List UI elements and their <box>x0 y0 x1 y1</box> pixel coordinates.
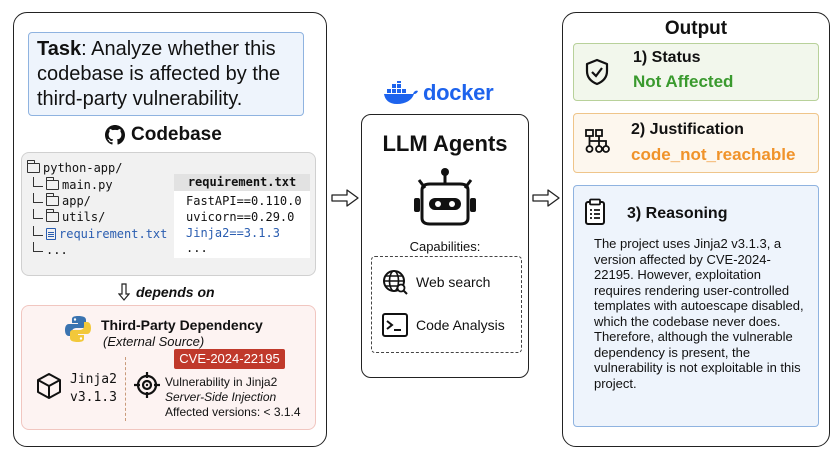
justification-heading: 2) Justification <box>631 121 744 138</box>
capabilities-label: Capabilities: <box>409 239 481 254</box>
status-value: Not Affected <box>633 72 734 91</box>
vulnerability-title: Vulnerability in Jinja2 <box>165 375 278 389</box>
divider <box>125 357 126 421</box>
reasoning-heading: 3) Reasoning <box>627 205 728 222</box>
tree-ellipsis: ... <box>46 243 68 257</box>
capability-web-search: Web search <box>382 269 490 295</box>
tree-branch <box>33 226 43 236</box>
tree-item-label: utils/ <box>62 210 106 224</box>
docker-wordmark: docker <box>423 80 494 105</box>
vulnerability-type: Server-Side Injection <box>165 390 277 404</box>
package-info: Jinja2 v3.1.3 <box>70 371 117 407</box>
globe-icon <box>383 270 408 295</box>
requirement-line: FastAPI==0.110.0 <box>186 194 302 208</box>
task-text: Task: Analyze whether this codebase is a… <box>37 37 299 112</box>
status-box <box>573 43 819 101</box>
cube-icon <box>37 373 61 399</box>
python-icon <box>65 316 91 342</box>
tree-branch <box>33 242 43 252</box>
folder-icon <box>46 193 59 206</box>
task-box <box>28 32 304 116</box>
tree-root: python-app/ <box>27 160 123 175</box>
output-title: Output <box>664 18 728 39</box>
requirement-line: ... <box>186 241 208 255</box>
task-label: Task <box>37 38 82 60</box>
justification-value: code_not_reachable <box>631 145 796 164</box>
justification-box <box>573 113 819 173</box>
tree-item-utils: utils/ <box>33 209 106 224</box>
docker-logo: docker <box>383 80 494 106</box>
github-icon <box>105 125 125 145</box>
folder-icon <box>27 160 40 173</box>
vulnerability-info: Vulnerability in Jinja2 Server-Side Inje… <box>165 375 301 420</box>
tree-branch <box>33 193 43 203</box>
llm-agents-title: LLM Agents <box>382 131 508 156</box>
reasoning-box <box>573 185 819 427</box>
terminal-icon <box>382 313 408 337</box>
tree-item-label: app/ <box>62 194 91 208</box>
flowchart-icon <box>585 129 610 153</box>
depends-on-arrow: depends on <box>118 283 215 301</box>
package-name: Jinja2 <box>70 372 117 387</box>
requirement-line-jinja: Jinja2==3.1.3 <box>186 226 280 240</box>
clipboard-icon <box>585 198 605 225</box>
shield-check-icon <box>585 58 609 86</box>
depends-on-label: depends on <box>136 284 215 300</box>
input-panel <box>13 12 327 447</box>
target-icon <box>134 372 160 398</box>
requirement-line: uvicorn==0.29.0 <box>186 210 295 224</box>
capability-label: Code Analysis <box>416 317 505 333</box>
reasoning-text: The project uses Jinja2 v3.1.3, a versio… <box>594 236 804 391</box>
task-description: : Analyze whether this codebase is affec… <box>37 38 281 110</box>
tree-item-app: app/ <box>33 193 91 208</box>
arrow-right-icon <box>532 189 560 207</box>
arrow-right-icon <box>331 189 359 207</box>
status-heading: 1) Status <box>633 49 701 66</box>
tree-item-label: requirement.txt <box>59 227 168 241</box>
capability-code-analysis: Code Analysis <box>382 313 505 337</box>
output-panel <box>562 12 830 447</box>
tree-root-label: python-app/ <box>43 161 123 175</box>
capability-label: Web search <box>416 274 491 290</box>
tree-item-requirement: requirement.txt <box>33 226 168 241</box>
capabilities-box <box>371 256 522 353</box>
folder-icon <box>46 177 59 190</box>
folder-icon <box>46 209 59 222</box>
requirements-filename: requirement.txt <box>174 174 310 191</box>
tree-item-label: main.py <box>62 178 113 192</box>
tree-item-main: main.py <box>33 177 113 192</box>
arrow-down-icon <box>118 283 130 301</box>
affected-versions: Affected versions: < 3.1.4 <box>165 405 301 419</box>
package-version: v3.1.3 <box>70 390 117 405</box>
file-icon <box>46 228 56 240</box>
robot-icon <box>414 168 476 226</box>
codebase-title: Codebase <box>105 124 222 146</box>
docker-whale-icon <box>384 81 418 104</box>
dependency-subtitle: (External Source) <box>103 334 205 349</box>
dependency-title: Third-Party Dependency <box>101 317 263 333</box>
tree-branch <box>33 177 43 187</box>
tree-branch <box>33 209 43 219</box>
tree-item-more: ... <box>33 242 68 257</box>
cve-badge: CVE-2024-22195 <box>174 349 285 369</box>
llm-agents-box <box>361 114 529 378</box>
codebase-label: Codebase <box>131 124 222 145</box>
